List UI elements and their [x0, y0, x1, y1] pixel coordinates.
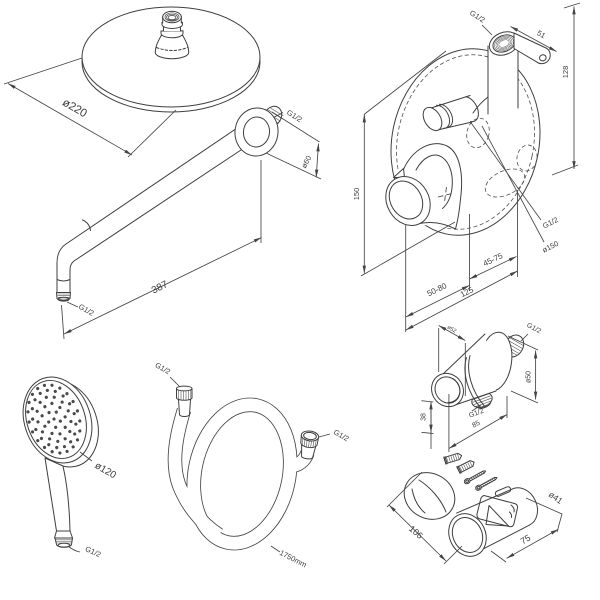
svg-text:128: 128 — [561, 66, 570, 79]
svg-text:G1/2: G1/2 — [468, 408, 485, 420]
svg-text:ø52: ø52 — [446, 325, 457, 335]
svg-text:51: 51 — [535, 28, 547, 40]
svg-text:150: 150 — [352, 188, 361, 201]
svg-text:85: 85 — [471, 420, 481, 430]
svg-text:38: 38 — [421, 413, 428, 421]
svg-text:ø50: ø50 — [526, 371, 533, 383]
svg-text:75: 75 — [519, 533, 533, 547]
